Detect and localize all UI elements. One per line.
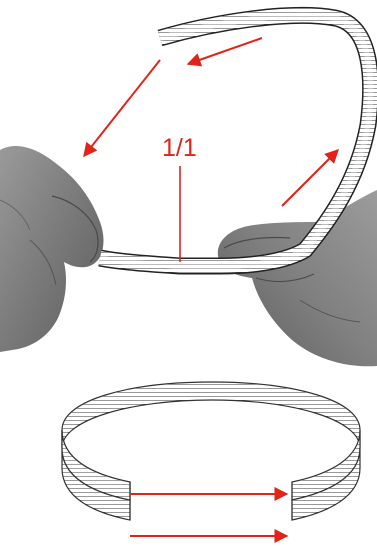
arrow-top bbox=[188, 38, 262, 64]
scale-label: 1/1 bbox=[162, 134, 197, 162]
ring-back-wall bbox=[62, 382, 360, 448]
scale-annotation: 1/1 bbox=[162, 134, 197, 262]
ring-front-left bbox=[62, 430, 130, 520]
bend-arrows bbox=[84, 38, 338, 206]
gap-arrows bbox=[130, 494, 287, 536]
photo-panel: 1/1 bbox=[0, 15, 377, 366]
left-hand bbox=[0, 146, 103, 352]
arrow-right bbox=[282, 150, 338, 206]
flexible-strip bbox=[100, 15, 371, 266]
ring-front-right bbox=[292, 430, 360, 520]
right-hand bbox=[218, 190, 377, 366]
ring-drawing bbox=[62, 382, 360, 536]
arrow-left bbox=[84, 60, 160, 156]
